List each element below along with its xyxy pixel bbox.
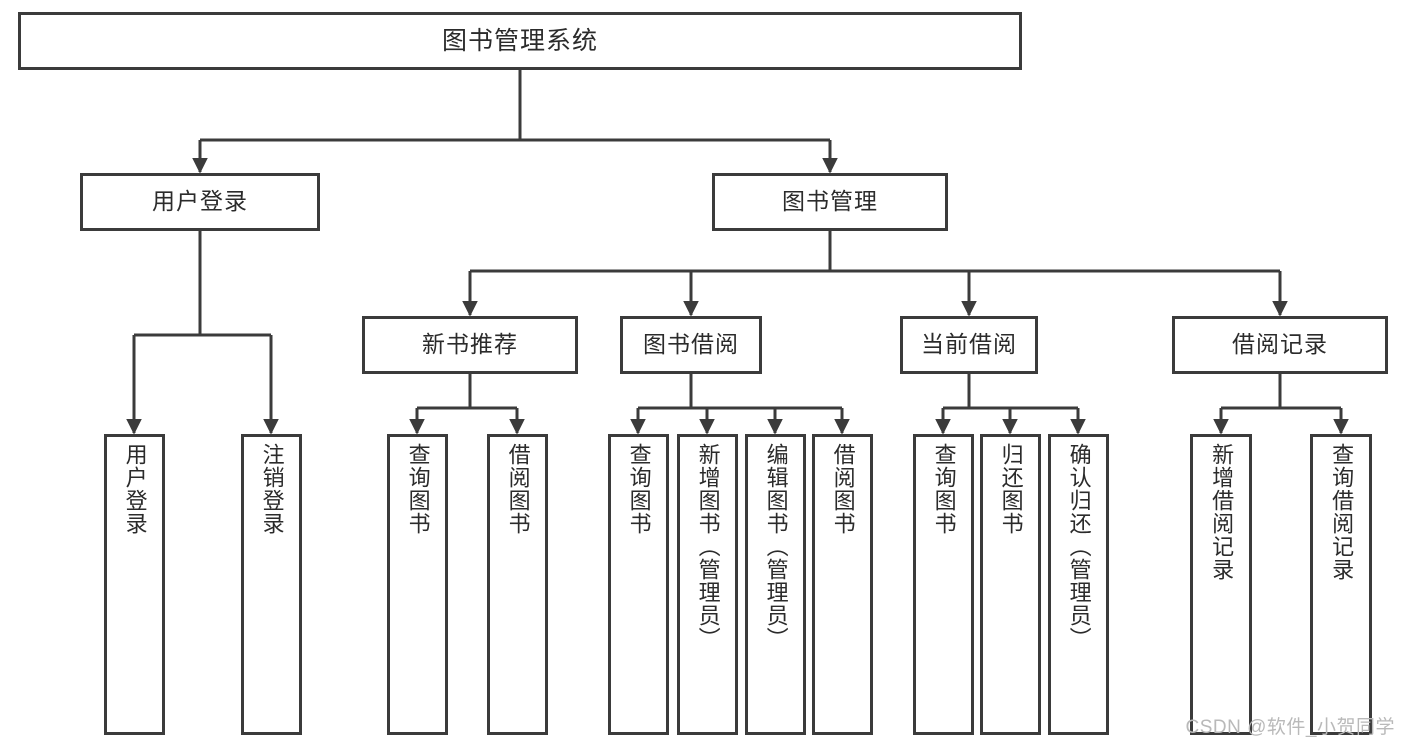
- node-leaf-borrow-book-rec-label: 借阅图书: [505, 443, 531, 535]
- node-leaf-query-book-borrow-label: 查询图书: [626, 443, 652, 535]
- csdn-watermark: CSDN @软件_小贺同学: [1185, 717, 1395, 738]
- node-borrow-record-label: 借阅记录: [1232, 331, 1328, 358]
- node-leaf-user-login[interactable]: 用户登录: [104, 434, 165, 735]
- node-current-borrow-label: 当前借阅: [921, 331, 1017, 358]
- node-leaf-edit-book[interactable]: 编辑图书（管理员）: [745, 434, 806, 735]
- node-user-login[interactable]: 用户登录: [80, 173, 320, 231]
- node-book-borrow-label: 图书借阅: [643, 331, 739, 358]
- node-leaf-query-book-rec[interactable]: 查询图书: [387, 434, 448, 735]
- node-leaf-user-login-label: 用户登录: [122, 443, 148, 535]
- node-new-book-recommend-label: 新书推荐: [422, 331, 518, 358]
- node-leaf-query-book-cur[interactable]: 查询图书: [913, 434, 974, 735]
- node-book-borrow[interactable]: 图书借阅: [620, 316, 762, 374]
- node-leaf-add-book[interactable]: 新增图书（管理员）: [677, 434, 738, 735]
- node-leaf-confirm-return-label: 确认归还（管理员）: [1066, 443, 1092, 650]
- node-leaf-add-record[interactable]: 新增借阅记录: [1190, 434, 1252, 735]
- node-leaf-query-record[interactable]: 查询借阅记录: [1310, 434, 1372, 735]
- node-leaf-add-record-label: 新增借阅记录: [1209, 443, 1235, 581]
- node-new-book-recommend[interactable]: 新书推荐: [362, 316, 578, 374]
- node-book-manage-label: 图书管理: [782, 188, 878, 215]
- node-leaf-query-book-rec-label: 查询图书: [405, 443, 431, 535]
- node-root-system[interactable]: 图书管理系统: [18, 12, 1022, 70]
- node-leaf-logout-label: 注销登录: [259, 443, 285, 535]
- node-book-manage[interactable]: 图书管理: [712, 173, 948, 231]
- node-leaf-borrow-book[interactable]: 借阅图书: [812, 434, 873, 735]
- node-leaf-logout[interactable]: 注销登录: [241, 434, 302, 735]
- node-leaf-confirm-return[interactable]: 确认归还（管理员）: [1048, 434, 1109, 735]
- node-leaf-return-book[interactable]: 归还图书: [980, 434, 1041, 735]
- node-leaf-borrow-book-rec[interactable]: 借阅图书: [487, 434, 548, 735]
- node-borrow-record[interactable]: 借阅记录: [1172, 316, 1388, 374]
- node-leaf-query-record-label: 查询借阅记录: [1329, 443, 1355, 581]
- node-leaf-add-book-label: 新增图书（管理员）: [695, 443, 721, 650]
- node-root-system-label: 图书管理系统: [441, 27, 598, 55]
- node-leaf-borrow-book-label: 借阅图书: [830, 443, 856, 535]
- node-leaf-query-book-cur-label: 查询图书: [931, 443, 957, 535]
- node-user-login-label: 用户登录: [152, 188, 248, 215]
- node-leaf-return-book-label: 归还图书: [998, 443, 1024, 535]
- node-leaf-query-book-borrow[interactable]: 查询图书: [608, 434, 669, 735]
- node-leaf-edit-book-label: 编辑图书（管理员）: [763, 443, 789, 650]
- node-current-borrow[interactable]: 当前借阅: [900, 316, 1038, 374]
